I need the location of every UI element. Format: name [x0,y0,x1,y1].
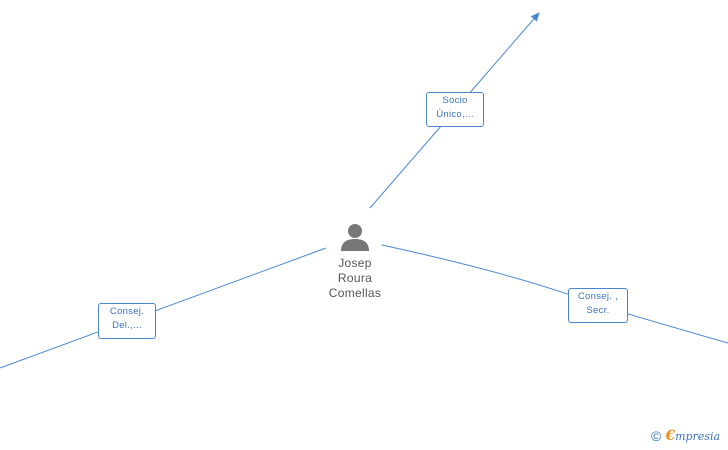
edge-line-consej-secr [381,244,728,344]
edge-label-line1: Socio [442,95,468,106]
edge-line-consej-del [0,247,327,369]
person-node[interactable]: Josep Roura Comellas [320,222,390,301]
edge-label-line1: Consej. [109,306,145,317]
edge-label-line2: Único,... [436,109,474,120]
edge-label-line1: Consej. , [577,291,619,302]
person-silhouette-icon [341,224,369,251]
edge-label-socio[interactable]: Socio Único,... [426,92,484,127]
edge-label-line2: Secr. [586,305,610,316]
copyright-icon: © [651,428,662,444]
empresia-watermark: © € mpresia [651,428,720,444]
edge-label-consej-secr[interactable]: Consej. , Secr. [568,288,628,323]
person-name: Josep Roura Comellas [328,256,382,300]
brand-initial: € [665,428,676,444]
brand-name: mpresia [675,429,721,443]
edge-label-consej-del[interactable]: Consej. Del.,... [98,303,156,339]
edge-label-line2: Del.,... [112,320,142,331]
